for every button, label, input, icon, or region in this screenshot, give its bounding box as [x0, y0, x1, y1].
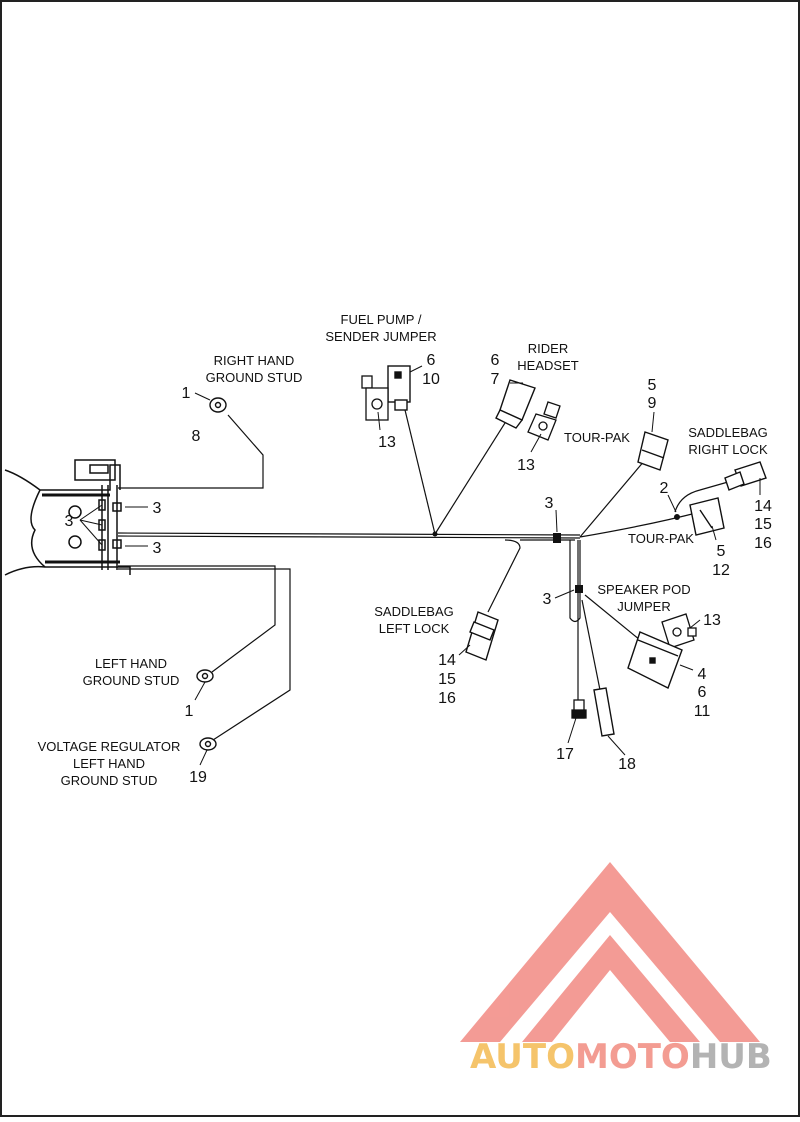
callout-fuel-pump-cap-13: 13	[378, 434, 396, 451]
item-18-connector	[593, 687, 615, 737]
callout-numbers: 1 8 6 10 13 6 7 13 5 9 14 15 16 2 5 12 3…	[65, 352, 772, 786]
rh-ground-stud-ring	[209, 397, 227, 413]
label-voltage-regulator-line3: GROUND STUD	[61, 773, 158, 788]
callout-saddlebag-left-16: 16	[438, 690, 456, 707]
callout-saddlebag-left-14: 14	[438, 652, 456, 669]
tour-pak-upper-connector	[637, 431, 669, 471]
clips	[432, 514, 680, 593]
callout-fuel-pump-10: 10	[422, 371, 440, 388]
watermark-text: AUTOMOTOHUB	[470, 1037, 772, 1077]
saddlebag-left-connector	[465, 611, 499, 661]
label-left-hand-ground-stud-line1: LEFT HAND	[95, 656, 167, 671]
callout-speaker-pod-6: 6	[698, 684, 707, 701]
callout-fuel-pump-6: 6	[427, 352, 436, 369]
label-right-hand-ground-stud-line2: GROUND STUD	[206, 370, 303, 385]
vr-ground-stud-ring	[199, 737, 217, 751]
watermark-text-moto: MOTO	[575, 1037, 690, 1077]
callout-rider-headset-6: 6	[491, 352, 500, 369]
label-fuel-pump-line2: SENDER JUMPER	[325, 329, 436, 344]
callout-item-17: 17	[556, 746, 574, 763]
callout-clip-right-2: 2	[660, 480, 669, 497]
callout-saddlebag-right-15: 15	[754, 516, 772, 533]
lh-ground-stud-ring	[196, 669, 214, 683]
callout-clip-vertical-3: 3	[543, 591, 552, 608]
label-rider-headset-line2: HEADSET	[517, 358, 578, 373]
watermark-triangle	[460, 862, 760, 1042]
callout-speaker-pod-11: 11	[694, 703, 711, 720]
label-speaker-pod-line2: JUMPER	[617, 599, 670, 614]
callout-clip-frame-lower-3: 3	[153, 540, 162, 557]
callout-rh-stud-8: 8	[192, 428, 201, 445]
saddlebag-right-connector	[724, 461, 767, 491]
watermark-text-auto: AUTO	[470, 1037, 575, 1077]
leader-lines	[79, 365, 761, 766]
frame-assembly	[4, 459, 131, 576]
callout-clip-frame-upper-3: 3	[153, 500, 162, 517]
label-saddlebag-right-line1: SADDLEBAG	[688, 425, 767, 440]
tour-pak-lower-connector	[689, 497, 725, 536]
callout-tour-pak-lower-5: 5	[717, 543, 726, 560]
item-17-connector	[571, 699, 587, 719]
rider-headset-connector	[495, 379, 536, 429]
label-fuel-pump-line1: FUEL PUMP /	[341, 312, 422, 327]
callout-vr-stud-19: 19	[189, 769, 207, 786]
callout-tour-pak-upper-5: 5	[648, 377, 657, 394]
callout-saddlebag-left-15: 15	[438, 671, 456, 688]
callout-tour-pak-upper-9: 9	[648, 395, 657, 412]
label-saddlebag-right-line2: RIGHT LOCK	[688, 442, 768, 457]
callout-item-18: 18	[618, 756, 636, 773]
label-rider-headset-line1: RIDER	[528, 341, 568, 356]
label-tour-pak-upper: TOUR-PAK	[564, 430, 630, 445]
callout-tour-pak-lower-12: 12	[712, 562, 730, 579]
callout-saddlebag-right-14: 14	[754, 498, 772, 515]
label-voltage-regulator-line1: VOLTAGE REGULATOR	[38, 739, 181, 754]
watermark-logo: AUTOMOTOHUB	[460, 862, 772, 1077]
callout-clip-center-3: 3	[545, 495, 554, 512]
label-left-hand-ground-stud-line2: GROUND STUD	[83, 673, 180, 688]
label-saddlebag-left-line1: SADDLEBAG	[374, 604, 453, 619]
label-voltage-regulator-line2: LEFT HAND	[73, 756, 145, 771]
label-right-hand-ground-stud-line1: RIGHT HAND	[214, 353, 295, 368]
speaker-pod-cap	[661, 613, 697, 649]
callout-lh-stud-1: 1	[185, 703, 194, 720]
component-labels: RIGHT HAND GROUND STUD FUEL PUMP / SENDE…	[38, 312, 768, 788]
callout-rider-headset-cap-13: 13	[517, 457, 535, 474]
callout-speaker-pod-cap-13: 13	[703, 612, 721, 629]
watermark-text-hub: HUB	[690, 1037, 772, 1077]
callout-speaker-pod-4: 4	[698, 666, 707, 683]
callout-rider-headset-7: 7	[491, 371, 500, 388]
label-speaker-pod-line1: SPEAKER POD	[597, 582, 690, 597]
rider-headset-cap	[527, 401, 561, 441]
callout-saddlebag-right-16: 16	[754, 535, 772, 552]
callout-clip-left-group-3: 3	[65, 513, 74, 530]
fuel-pump-connector	[387, 365, 411, 411]
callout-rh-stud-1: 1	[182, 385, 191, 402]
speaker-pod-connector	[627, 631, 683, 689]
label-saddlebag-left-line2: LEFT LOCK	[379, 621, 450, 636]
label-tour-pak-lower: TOUR-PAK	[628, 531, 694, 546]
fuel-pump-cap	[361, 375, 389, 421]
